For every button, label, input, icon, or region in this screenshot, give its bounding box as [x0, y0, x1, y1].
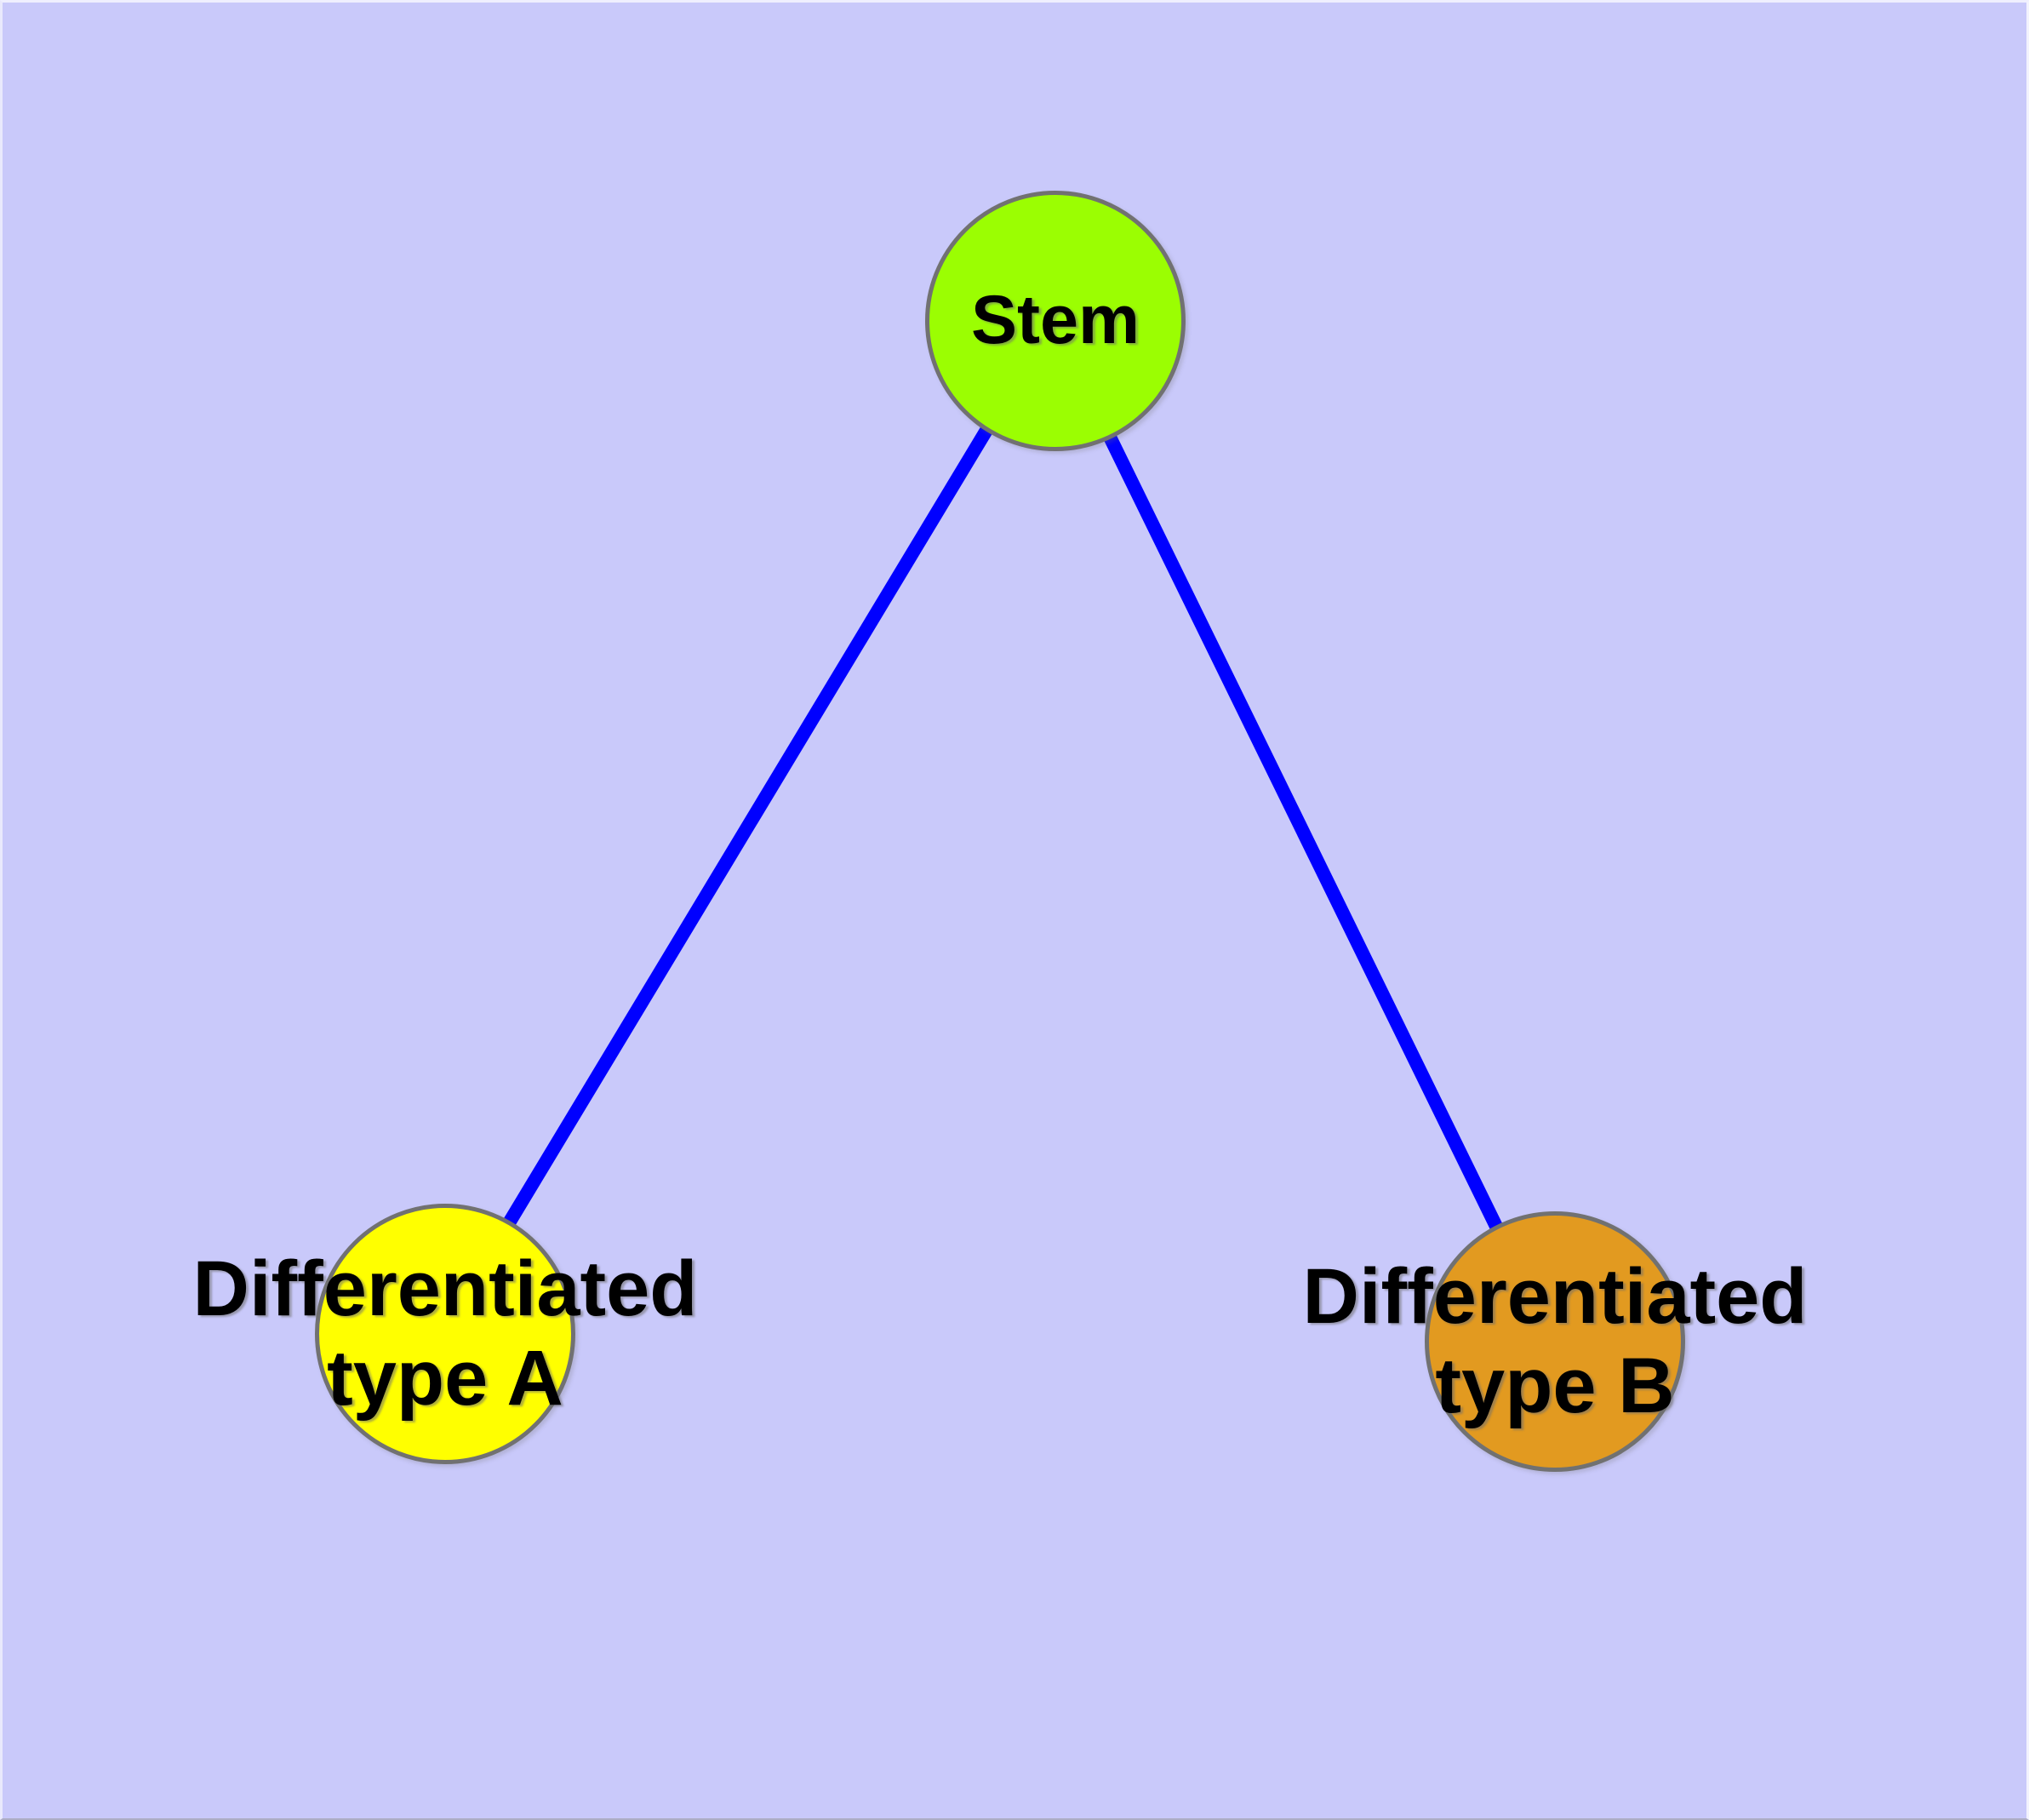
node-differentiated-type-b-label: Differentiated type B	[1302, 1253, 1808, 1429]
edge-stem-to-type-b	[1046, 317, 1557, 1342]
node-stem-label: Stem	[970, 282, 1140, 359]
edge-stem-to-type-a	[437, 317, 1059, 1335]
node-differentiated-type-b: Differentiated type B	[1303, 1211, 1807, 1472]
edges-layer	[437, 317, 1557, 1342]
node-differentiated-type-a: Differentiated type A	[193, 1204, 697, 1464]
node-stem: Stem	[925, 191, 1186, 451]
node-differentiated-type-a-label: Differentiated type A	[192, 1245, 698, 1422]
